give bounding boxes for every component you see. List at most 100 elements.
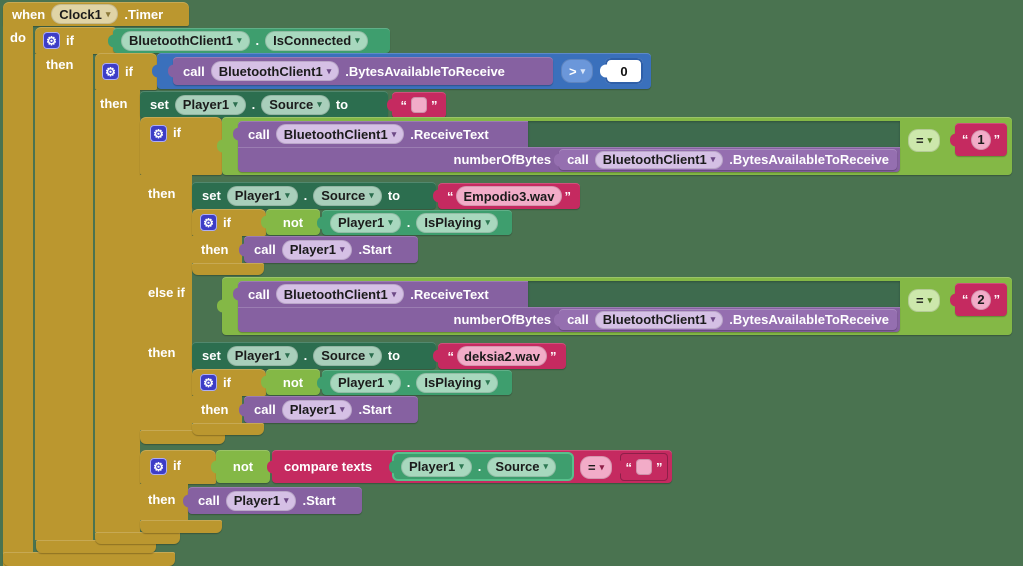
bluetooth-component-dropdown[interactable]: BluetoothClient1 ▾ (594, 150, 724, 169)
call-keyword: call (254, 242, 276, 257)
then-label: then (148, 345, 176, 360)
dot-separator: . (303, 188, 308, 203)
mutator-gear-icon[interactable]: ⚙ (150, 125, 167, 142)
if3-header[interactable]: ⚙ if (140, 117, 222, 175)
isplaying-property-dropdown[interactable]: IsPlaying ▾ (416, 212, 499, 233)
empty-string-block[interactable]: “ ” (620, 453, 668, 481)
math-operator-dropdown[interactable]: > ▾ (561, 59, 594, 83)
player-start-call-block[interactable]: call Player1 ▾ .Start (244, 396, 418, 423)
logic-not-block[interactable]: not (266, 369, 320, 395)
quote-close: ” (993, 132, 1001, 147)
numberofbytes-row[interactable]: numberOfBytes call BluetoothClient1 ▾ .B… (238, 147, 900, 172)
logic-not-block[interactable]: not (266, 209, 320, 235)
source-property-dropdown[interactable]: Source ▾ (487, 456, 557, 477)
bluetooth-component-dropdown[interactable]: BluetoothClient1 ▾ (210, 61, 340, 81)
logic-not-block[interactable]: not (216, 450, 270, 483)
number-block[interactable]: 0 (605, 58, 643, 84)
mutator-gear-icon[interactable]: ⚙ (43, 32, 60, 49)
player-component-dropdown[interactable]: Player1 ▾ (225, 490, 297, 511)
string-file1-block[interactable]: “ Empodio3.wav ” (438, 183, 580, 209)
player-component-dropdown[interactable]: Player1 ▾ (330, 372, 401, 393)
then-label: then (148, 186, 176, 201)
method-name: .BytesAvailableToReceive (729, 152, 889, 167)
bluetooth-component-dropdown[interactable]: BluetoothClient1 ▾ (275, 124, 405, 144)
mutator-gear-icon[interactable]: ⚙ (102, 63, 119, 80)
bluetooth-component-dropdown[interactable]: BluetoothClient1 ▾ (121, 30, 250, 51)
source-getter-block[interactable]: Player1 ▾ . Source ▾ (394, 454, 572, 479)
source-property-dropdown[interactable]: Source ▾ (313, 185, 382, 206)
if4a-header[interactable]: ⚙ if (192, 209, 266, 236)
compare-texts-block[interactable]: compare texts Player1 ▾ . Source ▾ = ▾ “… (272, 450, 672, 483)
clock-component-dropdown[interactable]: Clock1 ▾ (51, 4, 119, 24)
isplaying-getter-block[interactable]: Player1 ▾ . IsPlaying ▾ (322, 210, 512, 235)
isconnected-property-dropdown[interactable]: IsConnected ▾ (265, 30, 368, 51)
empty-string-block[interactable]: “ ” (392, 92, 446, 118)
bytesavailable-call-block[interactable]: call BluetoothClient1 ▾ .BytesAvailableT… (559, 149, 897, 170)
player-component-dropdown[interactable]: Player1 ▾ (330, 212, 401, 233)
isplaying-property-dropdown[interactable]: IsPlaying ▾ (416, 372, 499, 393)
method-name: .BytesAvailableToReceive (729, 312, 889, 327)
bytesavailable-call-block[interactable]: call BluetoothClient1 ▾ .BytesAvailableT… (173, 57, 553, 85)
if5-header[interactable]: ⚙ if (140, 450, 216, 484)
when-event-block-header[interactable]: when Clock1 ▾ .Timer (3, 2, 189, 26)
numberofbytes-row[interactable]: numberOfBytes call BluetoothClient1 ▾ .B… (238, 307, 900, 332)
player-start-call-block[interactable]: call Player1 ▾ .Start (244, 236, 418, 263)
player-start-call-block[interactable]: call Player1 ▾ .Start (188, 487, 362, 514)
chevron-down-icon: ▾ (599, 462, 605, 472)
mutator-gear-icon[interactable]: ⚙ (150, 458, 167, 475)
player-component-dropdown[interactable]: Player1 ▾ (401, 456, 472, 477)
string-file2-block[interactable]: “ deksia2.wav ” (438, 343, 566, 369)
chevron-down-icon: ▾ (285, 350, 290, 360)
equals-operator-dropdown[interactable]: = ▾ (908, 289, 941, 312)
isconnected-getter-block[interactable]: BluetoothClient1 ▾ . IsConnected ▾ (113, 28, 390, 53)
bluetooth-component-dropdown[interactable]: BluetoothClient1 ▾ (275, 284, 405, 304)
else-if-label: else if (148, 285, 185, 300)
dot-separator: . (406, 375, 411, 390)
chevron-down-icon: ▾ (237, 35, 242, 45)
method-name: .Start (358, 402, 392, 417)
method-name: .Start (358, 242, 392, 257)
equals-operator-dropdown[interactable]: = ▾ (580, 456, 613, 479)
receivetext-call-block[interactable]: call BluetoothClient1 ▾ .ReceiveText (238, 281, 528, 307)
player-component-dropdown[interactable]: Player1 ▾ (226, 185, 298, 206)
if2-header[interactable]: ⚙ if (95, 53, 157, 90)
set-source-file1-block[interactable]: set Player1 ▾ . Source ▾ to (192, 182, 436, 209)
string-one-block[interactable]: “ 1 ” (955, 123, 1007, 156)
player-component-dropdown[interactable]: Player1 ▾ (281, 239, 353, 260)
equals-operator-dropdown[interactable]: = ▾ (908, 129, 941, 152)
receivetext-call-block[interactable]: call BluetoothClient1 ▾ .ReceiveText (238, 121, 528, 147)
if1-header[interactable]: ⚙ if (35, 27, 118, 54)
call-keyword: call (198, 493, 220, 508)
mutator-gear-icon[interactable]: ⚙ (200, 214, 217, 231)
player-component-dropdown[interactable]: Player1 ▾ (281, 399, 353, 420)
chevron-down-icon: ▾ (485, 217, 491, 227)
text-equals-block-2[interactable]: call BluetoothClient1 ▾ .ReceiveText num… (222, 277, 1012, 335)
math-compare-block[interactable]: call BluetoothClient1 ▾ .BytesAvailableT… (157, 53, 651, 89)
text-input-empty[interactable] (411, 97, 427, 113)
text-input[interactable]: 2 (971, 289, 991, 310)
mutator-gear-icon[interactable]: ⚙ (200, 374, 217, 391)
chevron-down-icon: ▾ (369, 190, 374, 200)
source-property-dropdown[interactable]: Source ▾ (261, 94, 330, 115)
text-input-empty[interactable] (636, 459, 652, 475)
set-source-file2-block[interactable]: set Player1 ▾ . Source ▾ to (192, 342, 436, 369)
player-component-dropdown[interactable]: Player1 ▾ (226, 345, 298, 366)
if-keyword: if (223, 215, 231, 230)
text-input[interactable]: Empodio3.wav (456, 186, 562, 206)
source-property-dropdown[interactable]: Source ▾ (313, 345, 382, 366)
if4b-header[interactable]: ⚙ if (192, 369, 266, 396)
player-component-dropdown[interactable]: Player1 ▾ (174, 94, 246, 115)
chevron-down-icon: ▾ (369, 350, 374, 360)
if-keyword: if (125, 64, 133, 79)
bytesavailable-call-block[interactable]: call BluetoothClient1 ▾ .BytesAvailableT… (559, 309, 897, 330)
numberofbytes-param-label: numberOfBytes (453, 312, 552, 327)
isplaying-getter-block[interactable]: Player1 ▾ . IsPlaying ▾ (322, 370, 512, 395)
text-equals-block-1[interactable]: call BluetoothClient1 ▾ .ReceiveText num… (222, 117, 1012, 175)
chevron-down-icon: ▾ (105, 8, 111, 19)
string-two-block[interactable]: “ 2 ” (955, 283, 1007, 316)
call-keyword: call (183, 63, 205, 79)
set-source-empty-block[interactable]: set Player1 ▾ . Source ▾ to (140, 91, 388, 118)
text-input[interactable]: 1 (971, 129, 991, 150)
text-input[interactable]: deksia2.wav (457, 346, 547, 366)
bluetooth-component-dropdown[interactable]: BluetoothClient1 ▾ (594, 310, 724, 329)
